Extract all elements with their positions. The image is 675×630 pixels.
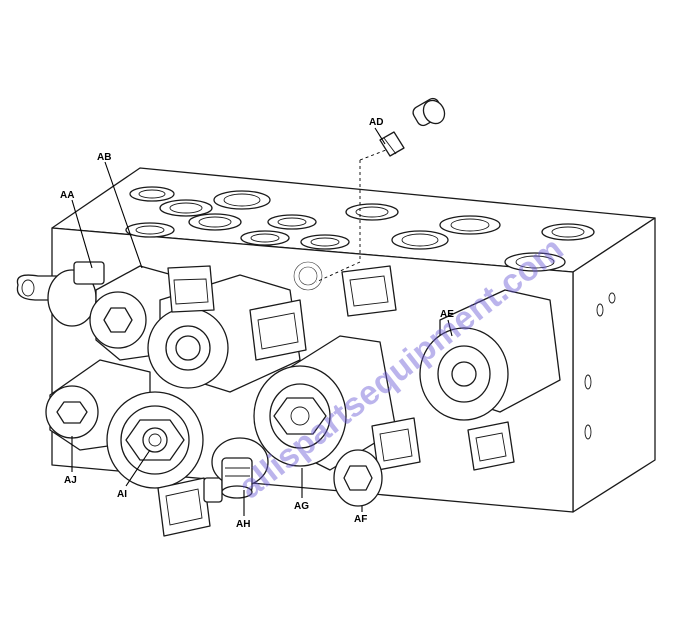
valve-ah — [211, 437, 269, 499]
top-ports — [125, 186, 595, 291]
leader-lines — [71, 127, 453, 516]
callout-ab: AB — [97, 152, 111, 163]
lifting-eye-aa — [16, 261, 105, 327]
solenoid-ag — [253, 335, 397, 471]
callout-af: AF — [354, 514, 367, 525]
cartridge-ab — [89, 265, 177, 361]
callout-aj: AJ — [64, 475, 77, 486]
connector-mid-right — [371, 417, 421, 471]
connector-lower-left — [157, 477, 223, 537]
plug-ad — [315, 97, 446, 283]
callout-ae: AE — [440, 309, 454, 320]
connector-top-middle — [341, 265, 397, 317]
callout-ag: AG — [294, 501, 309, 512]
callout-ai: AI — [117, 489, 127, 500]
cartridge-af — [333, 449, 383, 507]
solenoid-upper — [147, 265, 307, 393]
side-holes — [584, 292, 616, 440]
callout-ah: AH — [236, 519, 250, 530]
solenoid-ai — [106, 391, 204, 489]
callout-labels: AA AB AD AE AJ AI AH AG AF — [60, 117, 454, 530]
callout-ad: AD — [369, 117, 383, 128]
callout-aa: AA — [60, 190, 74, 201]
solenoid-ae — [419, 289, 561, 471]
